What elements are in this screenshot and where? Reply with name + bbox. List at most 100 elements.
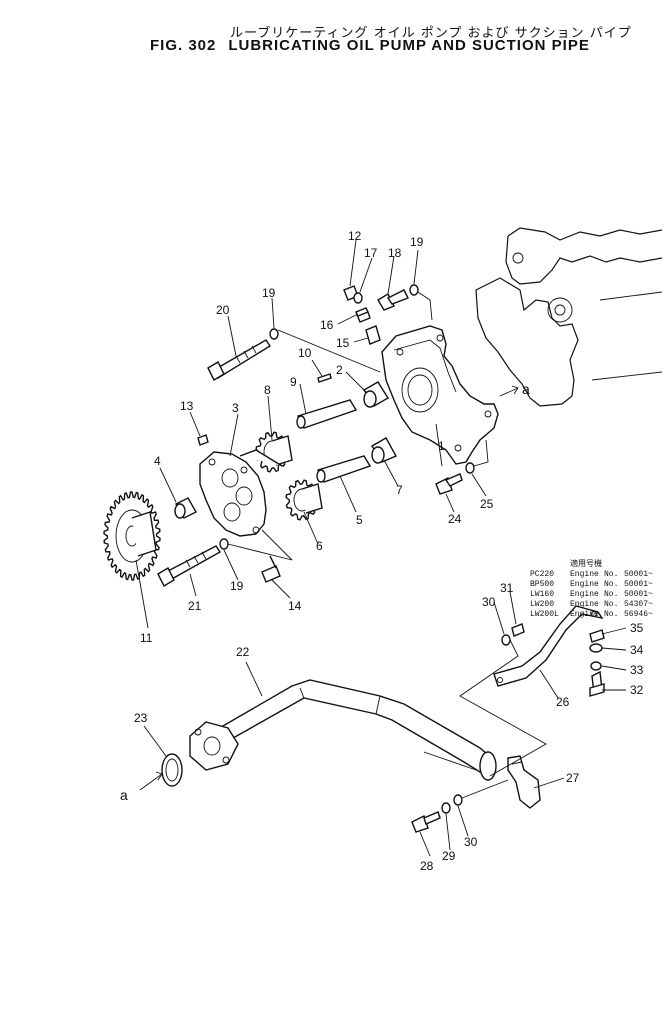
bushing-2 (363, 381, 389, 408)
nut-31 (511, 623, 525, 637)
table-cell-model: PC220 (530, 570, 554, 579)
leader-washer-19-a (277, 329, 381, 373)
callout-15: 15 (336, 336, 350, 350)
callout-30-lower: 30 (464, 835, 478, 849)
callout-8: 8 (264, 383, 271, 397)
washer-19-c (409, 284, 419, 296)
callout-numbers: 1 2 3 4 5 6 7 8 9 10 11 12 13 14 15 16 1… (120, 229, 644, 873)
leader-washer-19-c (417, 291, 433, 321)
ref-arrow-a-upper (499, 387, 519, 397)
gear-6 (285, 479, 323, 521)
bolt-32 (589, 670, 605, 697)
callout-26: 26 (556, 695, 570, 709)
callout-19-lower: 19 (230, 579, 244, 593)
callout-17: 17 (364, 246, 378, 260)
washer-33 (590, 661, 602, 671)
callout-9: 9 (290, 375, 297, 389)
callout-19-top: 19 (410, 235, 424, 249)
leader-washer-19-b (227, 543, 293, 561)
bushing-4 (174, 497, 197, 519)
callout-12: 12 (348, 229, 362, 243)
bolt-24 (435, 473, 463, 495)
applicability-table: 適用号機 PC220 Engine No. 50001~ BP500 Engin… (530, 558, 653, 619)
bracket-26 (493, 605, 604, 687)
callout-14: 14 (288, 599, 302, 613)
table-cell-no: No. (604, 610, 618, 619)
bushing-7 (371, 437, 397, 464)
figure-number: FIG. 302 (150, 37, 217, 54)
table-cell-engine: Engine (570, 590, 599, 599)
callout-33: 33 (630, 663, 644, 677)
callout-20: 20 (216, 303, 230, 317)
shaft-9 (296, 399, 358, 429)
drive-gear-11 (103, 491, 161, 581)
callout-5: 5 (356, 513, 363, 527)
pump-cover (199, 449, 283, 537)
callout-19-left: 19 (262, 286, 276, 300)
spring-16 (355, 307, 371, 323)
table-row: LW200L Engine No. 56946~ (530, 610, 653, 619)
callout-leaders (135, 239, 627, 857)
callout-4: 4 (154, 454, 161, 468)
table-cell-model: LW160 (530, 590, 554, 599)
callout-18: 18 (388, 246, 402, 260)
figure-name: LUBRICATING OIL PUMP AND SUCTION PIPE (228, 37, 590, 54)
callout-23: 23 (134, 711, 148, 725)
table-row: BP500 Engine No. 50001~ (530, 580, 653, 589)
callout-1: 1 (438, 439, 445, 453)
title-japanese: ルーブリケーティング オイル ポンプ および サクション パイプ (230, 26, 632, 41)
table-row: PC220 Engine No. 50001~ (530, 570, 653, 579)
leader-bracket-clamp (459, 639, 547, 777)
callout-28: 28 (420, 859, 434, 873)
callout-27: 27 (566, 771, 580, 785)
table-cell-no: No. (604, 590, 618, 599)
bolt-14 (261, 529, 293, 583)
washer-19-b (219, 538, 229, 550)
callout-22: 22 (236, 645, 250, 659)
callout-32: 32 (630, 683, 644, 697)
table-row: LW200 Engine No. 54307~ (530, 600, 653, 609)
suction-pipe-22 (189, 679, 497, 781)
bolt-18 (377, 289, 409, 311)
table-cell-serial: 56946~ (624, 610, 653, 619)
table-cell-serial: 50001~ (624, 580, 653, 589)
plate-35 (589, 629, 605, 643)
table-cell-engine: Engine (570, 600, 599, 609)
bolt-21 (157, 545, 222, 587)
pump-body (381, 325, 499, 467)
callout-24: 24 (448, 512, 462, 526)
washer-30-lower (453, 794, 463, 806)
callout-6: 6 (316, 539, 323, 553)
callout-7: 7 (396, 483, 403, 497)
callout-30-upper: 30 (482, 595, 496, 609)
callout-25: 25 (480, 497, 494, 511)
ref-label-a-lower: a (120, 787, 128, 803)
table-cell-serial: 50001~ (624, 570, 653, 579)
shaft-5 (316, 455, 372, 483)
table-cell-model: LW200L (530, 610, 559, 619)
table-cell-engine: Engine (570, 580, 599, 589)
callout-29: 29 (442, 849, 456, 863)
table-cell-serial: 54307~ (624, 600, 653, 609)
table-row: LW160 Engine No. 50001~ (530, 590, 653, 599)
callout-3: 3 (232, 401, 239, 415)
washer-25 (465, 462, 475, 474)
table-cell-no: No. (604, 600, 618, 609)
table-cell-serial: 50001~ (624, 590, 653, 599)
o-ring-23 (161, 753, 183, 787)
ref-label-a-upper: a (522, 381, 530, 397)
table-cell-engine: Engine (570, 610, 599, 619)
valve-15 (365, 325, 381, 345)
callout-31: 31 (500, 581, 514, 595)
washer-19-a (269, 328, 279, 340)
table-cell-no: No. (604, 580, 618, 589)
callout-13: 13 (180, 399, 194, 413)
figure-title: FIG. 302 LUBRICATING OIL PUMP AND SUCTION… (150, 37, 590, 54)
leader-washer-25 (473, 439, 489, 467)
washer-29 (441, 802, 451, 814)
ref-arrow-a-lower (139, 773, 163, 791)
pin-13 (197, 434, 209, 446)
washer-34 (589, 643, 603, 653)
